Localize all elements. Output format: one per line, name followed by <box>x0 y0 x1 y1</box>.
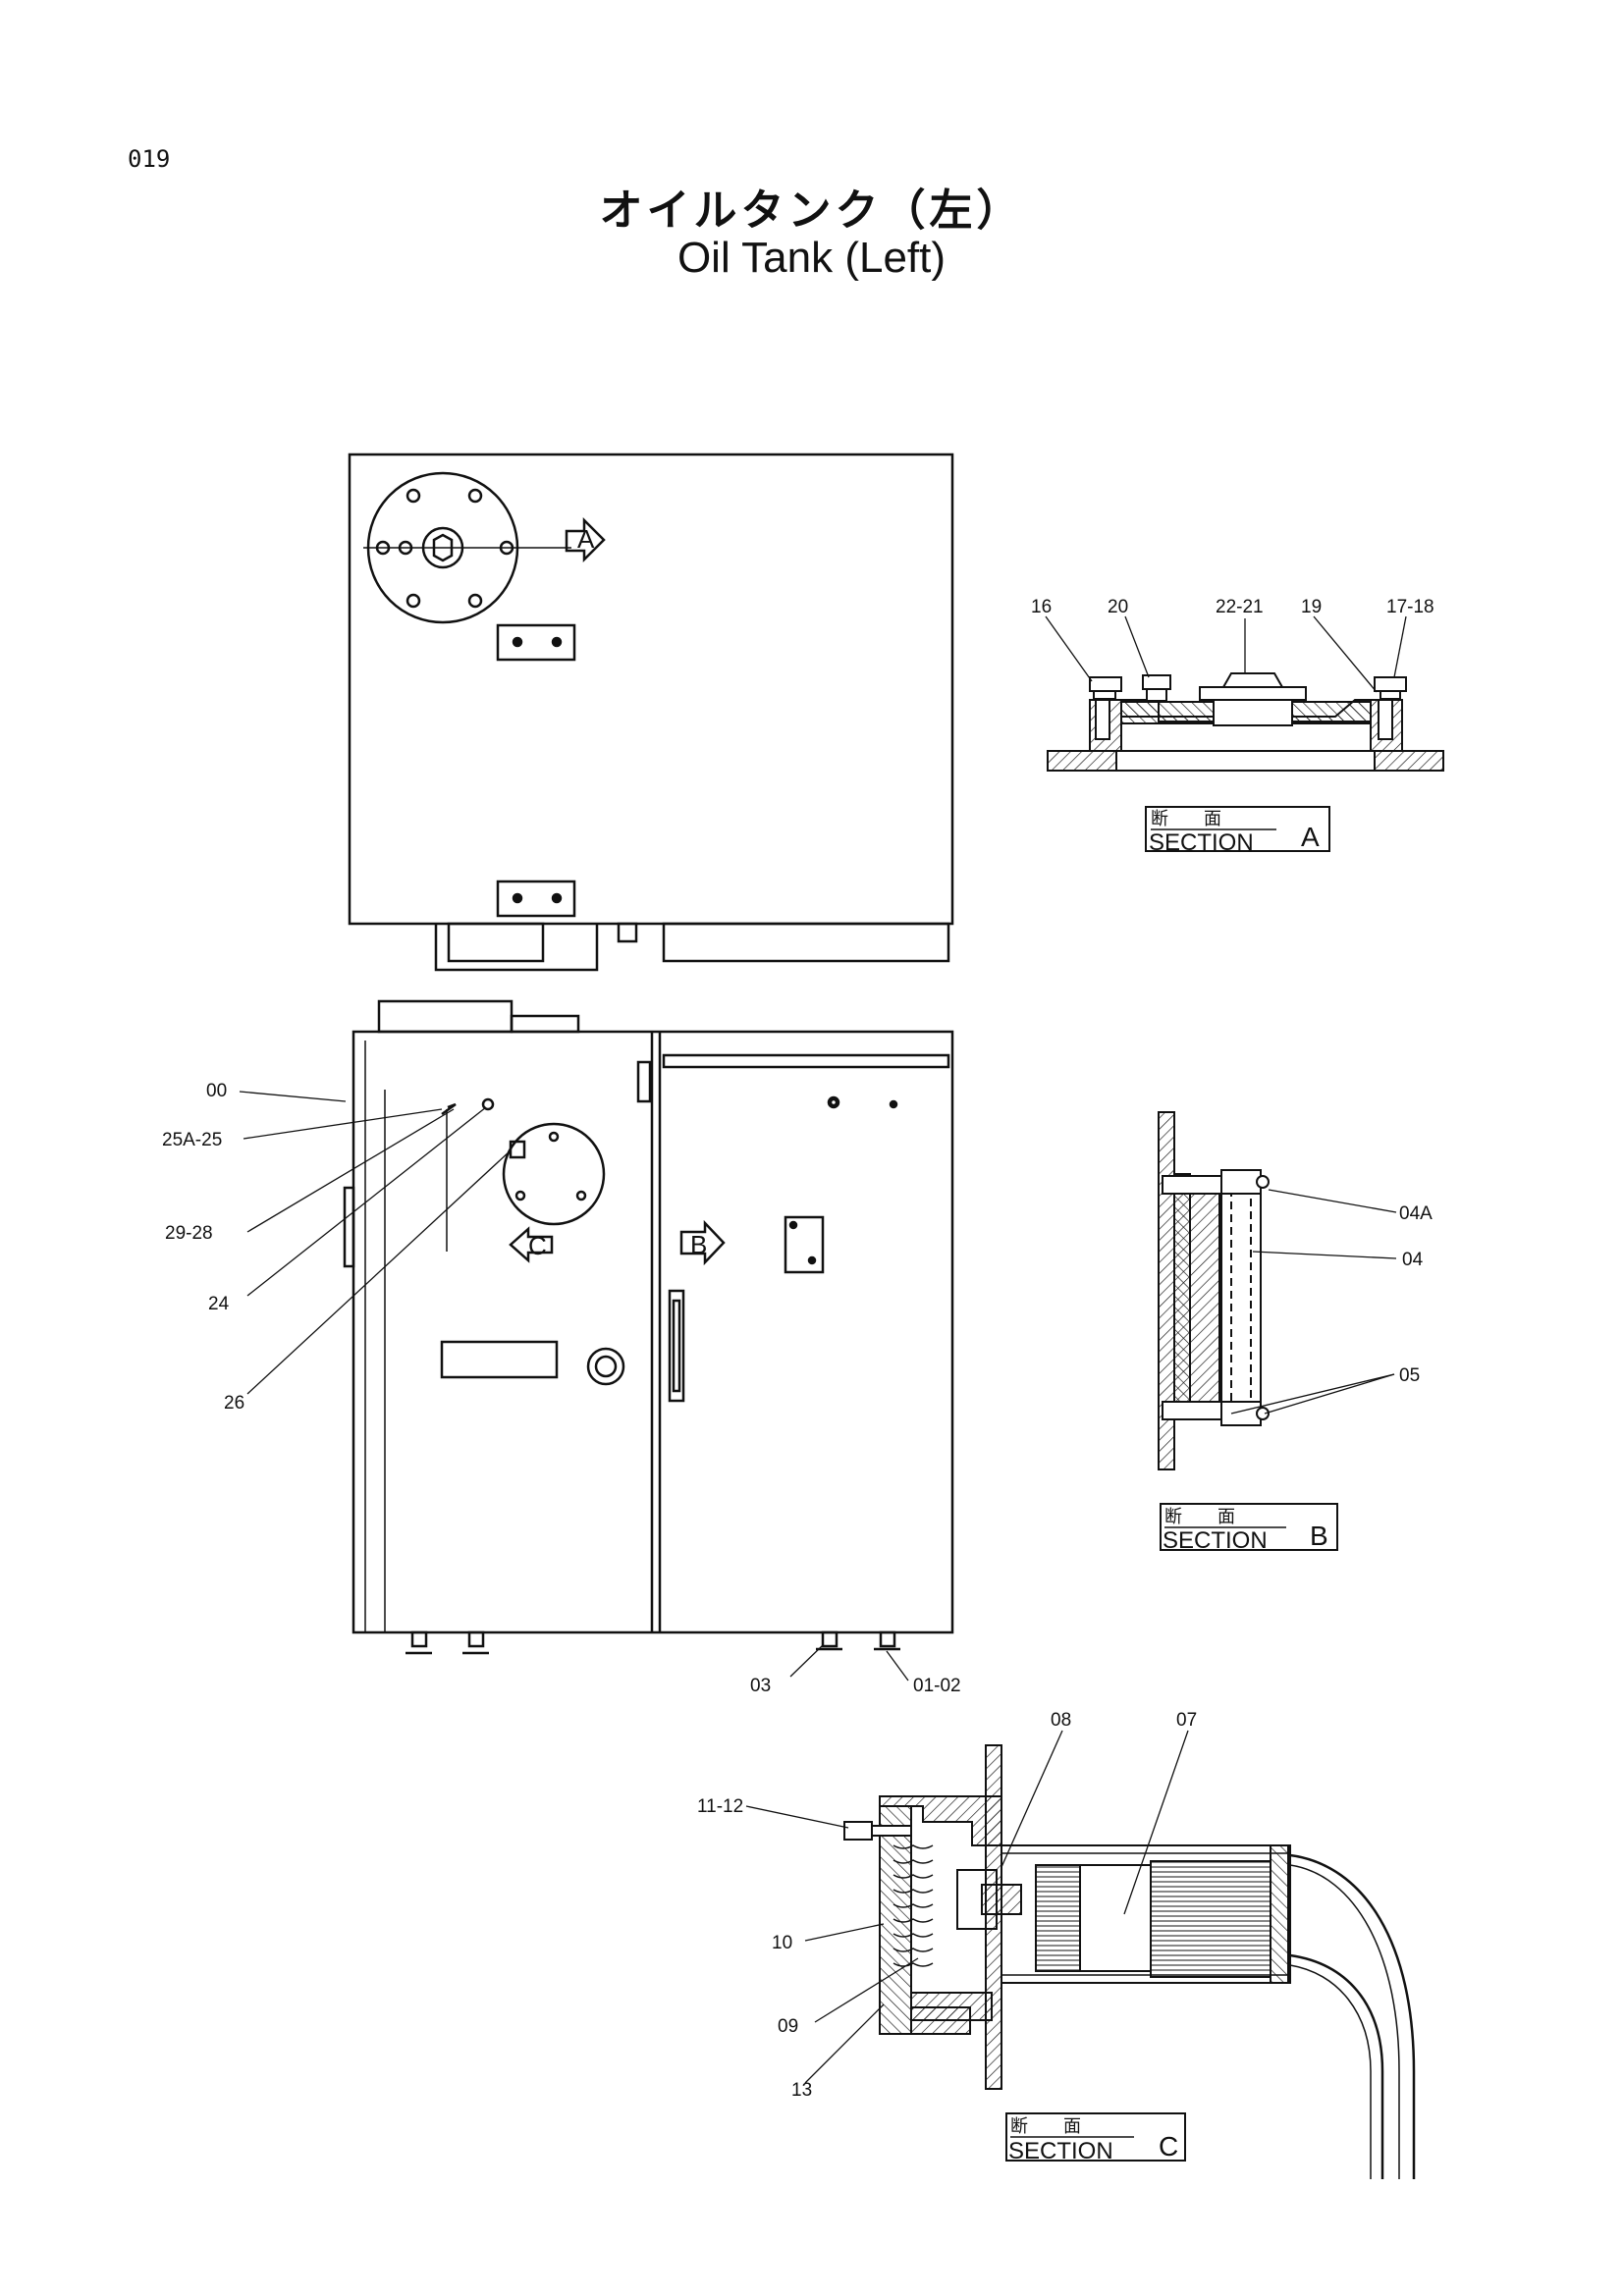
view-b-marker: B <box>690 1230 707 1259</box>
view-a-arrow-icon <box>565 516 606 563</box>
section-c-leaders <box>745 1730 1189 2084</box>
callout-04a: 04A <box>1399 1203 1433 1224</box>
section-a-leaders <box>1045 615 1407 693</box>
callout-20: 20 <box>1108 597 1128 617</box>
section-a-en: SECTION <box>1149 829 1254 856</box>
callout-08: 08 <box>1051 1710 1071 1731</box>
section-c-label-box <box>1005 2112 1186 2162</box>
title-japanese: オイルタンク（左） <box>599 186 1024 236</box>
section-c-letter: C <box>1159 2131 1178 2162</box>
callout-07: 07 <box>1176 1710 1197 1731</box>
front-flange-circle <box>502 1122 606 1226</box>
view-a-marker: A <box>577 524 595 554</box>
callout-00: 00 <box>206 1081 227 1101</box>
callout-16: 16 <box>1031 597 1052 617</box>
section-a-label-box <box>1145 806 1330 852</box>
callout-01-02: 01-02 <box>913 1676 961 1696</box>
front-callout-leaders <box>239 1091 909 1682</box>
section-b-leaders <box>1230 1189 1397 1415</box>
section-b-en: SECTION <box>1163 1527 1268 1554</box>
callout-13: 13 <box>791 2080 812 2101</box>
view-c-arrow-icon <box>509 1226 554 1263</box>
section-b-label-box <box>1160 1503 1338 1551</box>
callout-05: 05 <box>1399 1365 1420 1386</box>
section-b-jp: 断 面 <box>1164 1507 1235 1526</box>
callout-29-28: 29-28 <box>165 1223 213 1244</box>
front-view <box>343 999 954 1655</box>
view-b-arrow-icon <box>679 1219 726 1266</box>
view-c-marker: C <box>528 1231 547 1260</box>
section-a-letter: A <box>1301 822 1320 852</box>
callout-22-21: 22-21 <box>1216 597 1264 617</box>
callout-03: 03 <box>750 1676 771 1696</box>
section-b-drawing <box>1158 1111 1270 1470</box>
section-c-en: SECTION <box>1008 2138 1113 2164</box>
callout-25a-25: 25A-25 <box>162 1130 222 1150</box>
callout-24: 24 <box>208 1294 230 1314</box>
callout-17-18: 17-18 <box>1386 597 1434 617</box>
section-a-jp: 断 面 <box>1151 809 1221 828</box>
section-b-letter: B <box>1310 1521 1328 1551</box>
callout-11-12: 11-12 <box>697 1796 743 1817</box>
top-view <box>348 453 954 972</box>
callout-04: 04 <box>1402 1250 1424 1270</box>
callout-26: 26 <box>224 1393 244 1414</box>
callout-19: 19 <box>1301 597 1322 617</box>
page-number: 019 <box>128 145 171 173</box>
section-c-jp: 断 面 <box>1010 2116 1081 2136</box>
section-a-drawing <box>1047 672 1444 772</box>
section-c-drawing <box>843 1744 1416 2179</box>
callout-09: 09 <box>778 2016 798 2037</box>
title-english: Oil Tank (Left) <box>676 234 947 282</box>
callout-10: 10 <box>772 1933 792 1953</box>
